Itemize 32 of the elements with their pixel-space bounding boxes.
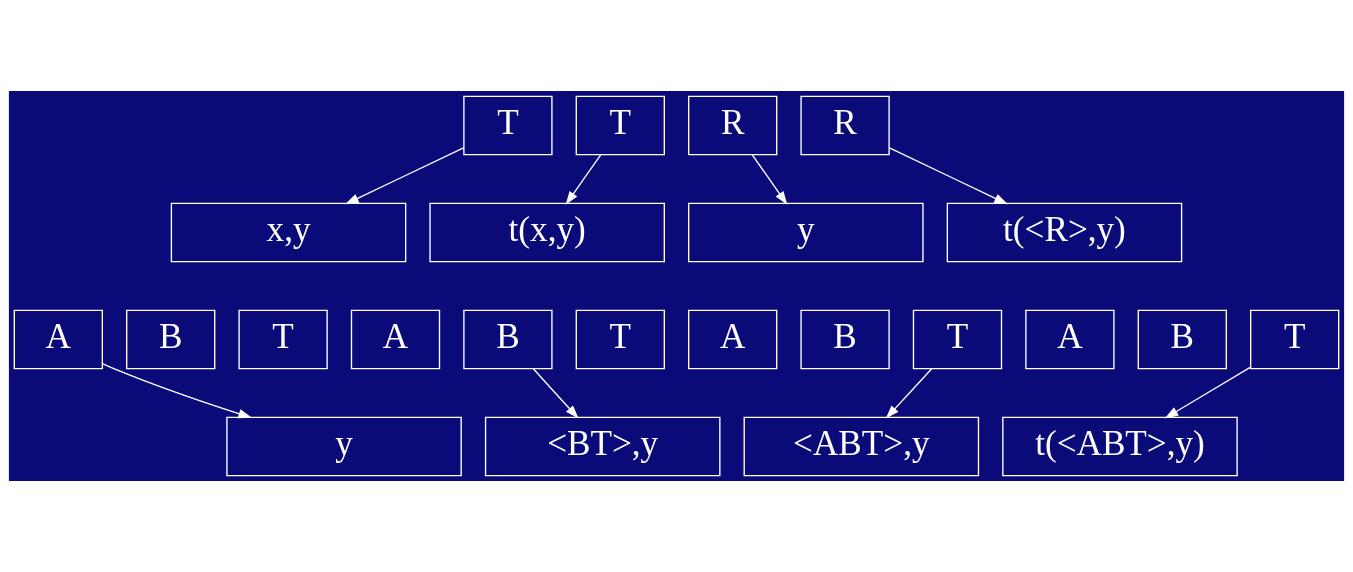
node-box: R (688, 95, 778, 156)
node-box: t(<R>,y) (946, 202, 1183, 263)
node-box: y (688, 202, 924, 263)
node-box: A (688, 309, 778, 370)
node-box: B (800, 309, 890, 370)
node-box: t(x,y) (429, 202, 665, 263)
arrow (565, 154, 602, 205)
arrow (888, 147, 1008, 205)
arrow (345, 147, 465, 205)
node-box: t(<ABT>,y) (1002, 416, 1238, 477)
node-box: B (463, 309, 553, 370)
node-box: x,y (170, 202, 407, 263)
arrow (885, 368, 933, 419)
node-box: <BT>,y (484, 416, 721, 477)
arrow (751, 154, 788, 205)
node-box: T (575, 309, 665, 370)
arrow (532, 368, 579, 419)
node-box: T (575, 95, 665, 156)
node-box: R (800, 95, 890, 156)
node-box: A (350, 309, 441, 370)
node-box: <ABT>,y (743, 416, 980, 477)
node-box: y (226, 416, 462, 477)
arrow (1164, 366, 1252, 419)
arrow (102, 363, 252, 419)
node-box: B (126, 309, 216, 370)
node-box: T (1250, 309, 1340, 370)
node-box: T (912, 309, 1003, 370)
node-box: B (1137, 309, 1227, 370)
node-box: T (463, 95, 553, 156)
node-box: A (1025, 309, 1115, 370)
node-box: T (238, 309, 328, 370)
node-box: A (13, 309, 103, 370)
